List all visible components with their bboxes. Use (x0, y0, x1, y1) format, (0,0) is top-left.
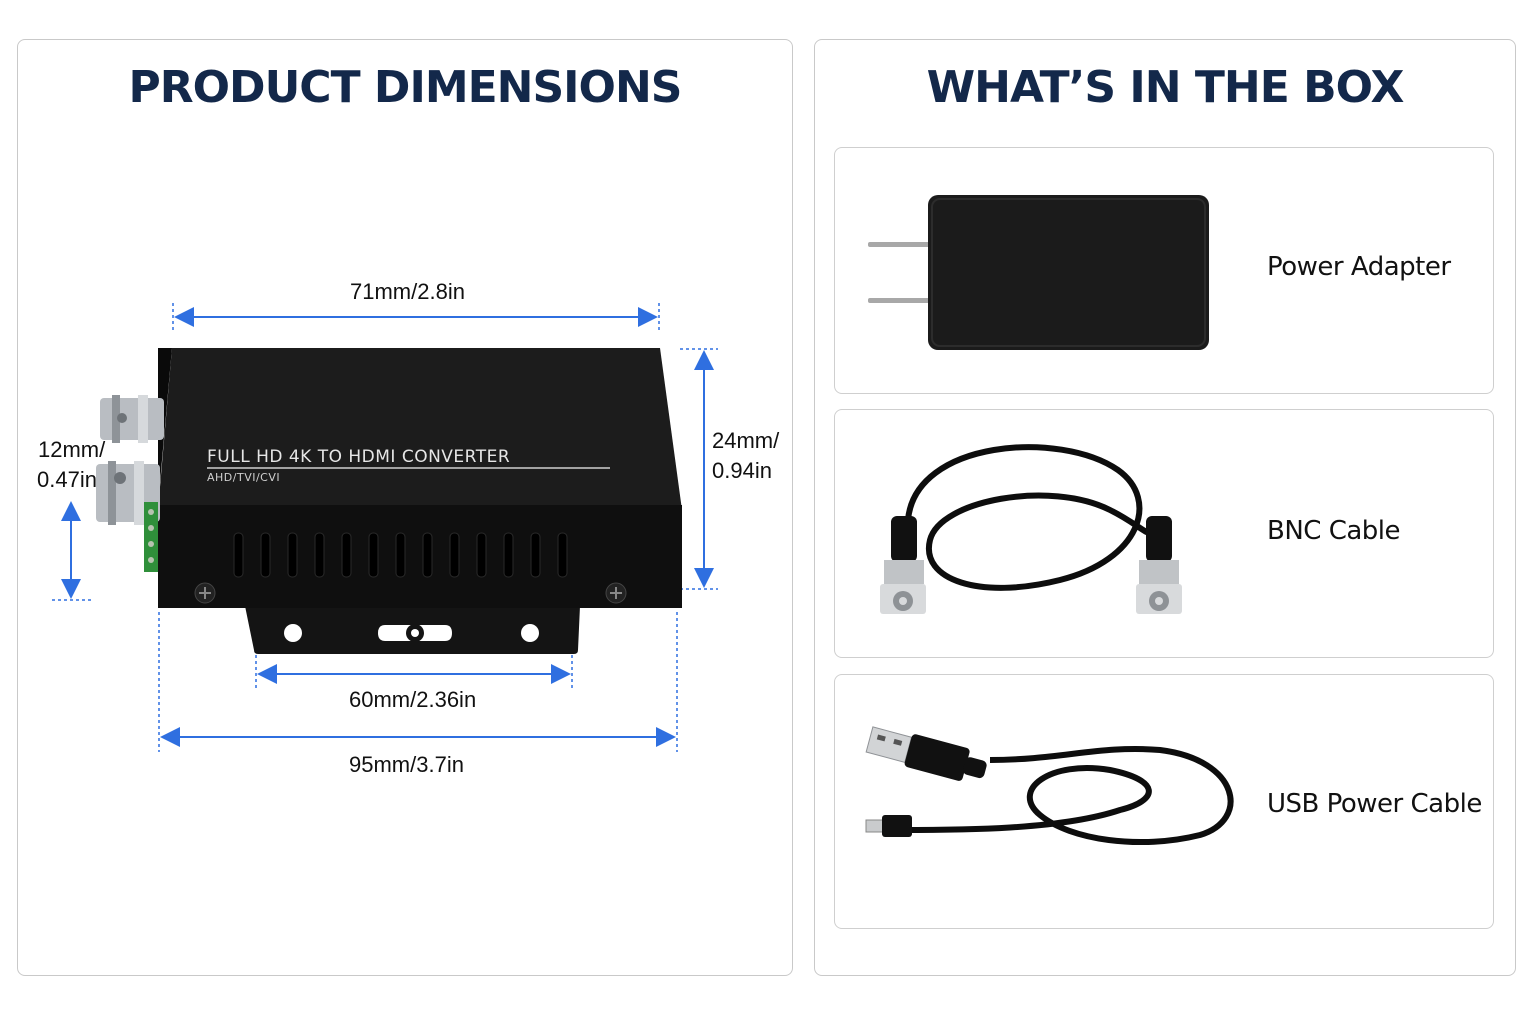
height-dimension-line1: 24mm/ (712, 428, 780, 453)
box-item-usb-power-cable: USB Power Cable (834, 674, 1494, 929)
bracket-width-dimension: 60mm/2.36in (349, 687, 477, 712)
connector-dimension-line2: 0.47in (37, 467, 97, 492)
whats-in-the-box-title: WHAT’S IN THE BOX (926, 62, 1405, 113)
box-item-label: USB Power Cable (1267, 789, 1482, 819)
total-width-dimension: 95mm/3.7in (349, 752, 464, 777)
box-item-label: BNC Cable (1267, 516, 1401, 546)
connector-dimension-line1: 12mm/ (38, 437, 106, 462)
device-label-main: FULL HD 4K TO HDMI CONVERTER (207, 447, 511, 467)
box-item-label: Power Adapter (1267, 252, 1451, 282)
height-dimension-line2: 0.94in (712, 458, 772, 483)
device-label-sub: AHD/TVI/CVI (207, 471, 281, 484)
product-dimensions-title: PRODUCT DIMENSIONS (128, 62, 683, 113)
top-width-dimension: 71mm/2.8in (350, 279, 465, 304)
